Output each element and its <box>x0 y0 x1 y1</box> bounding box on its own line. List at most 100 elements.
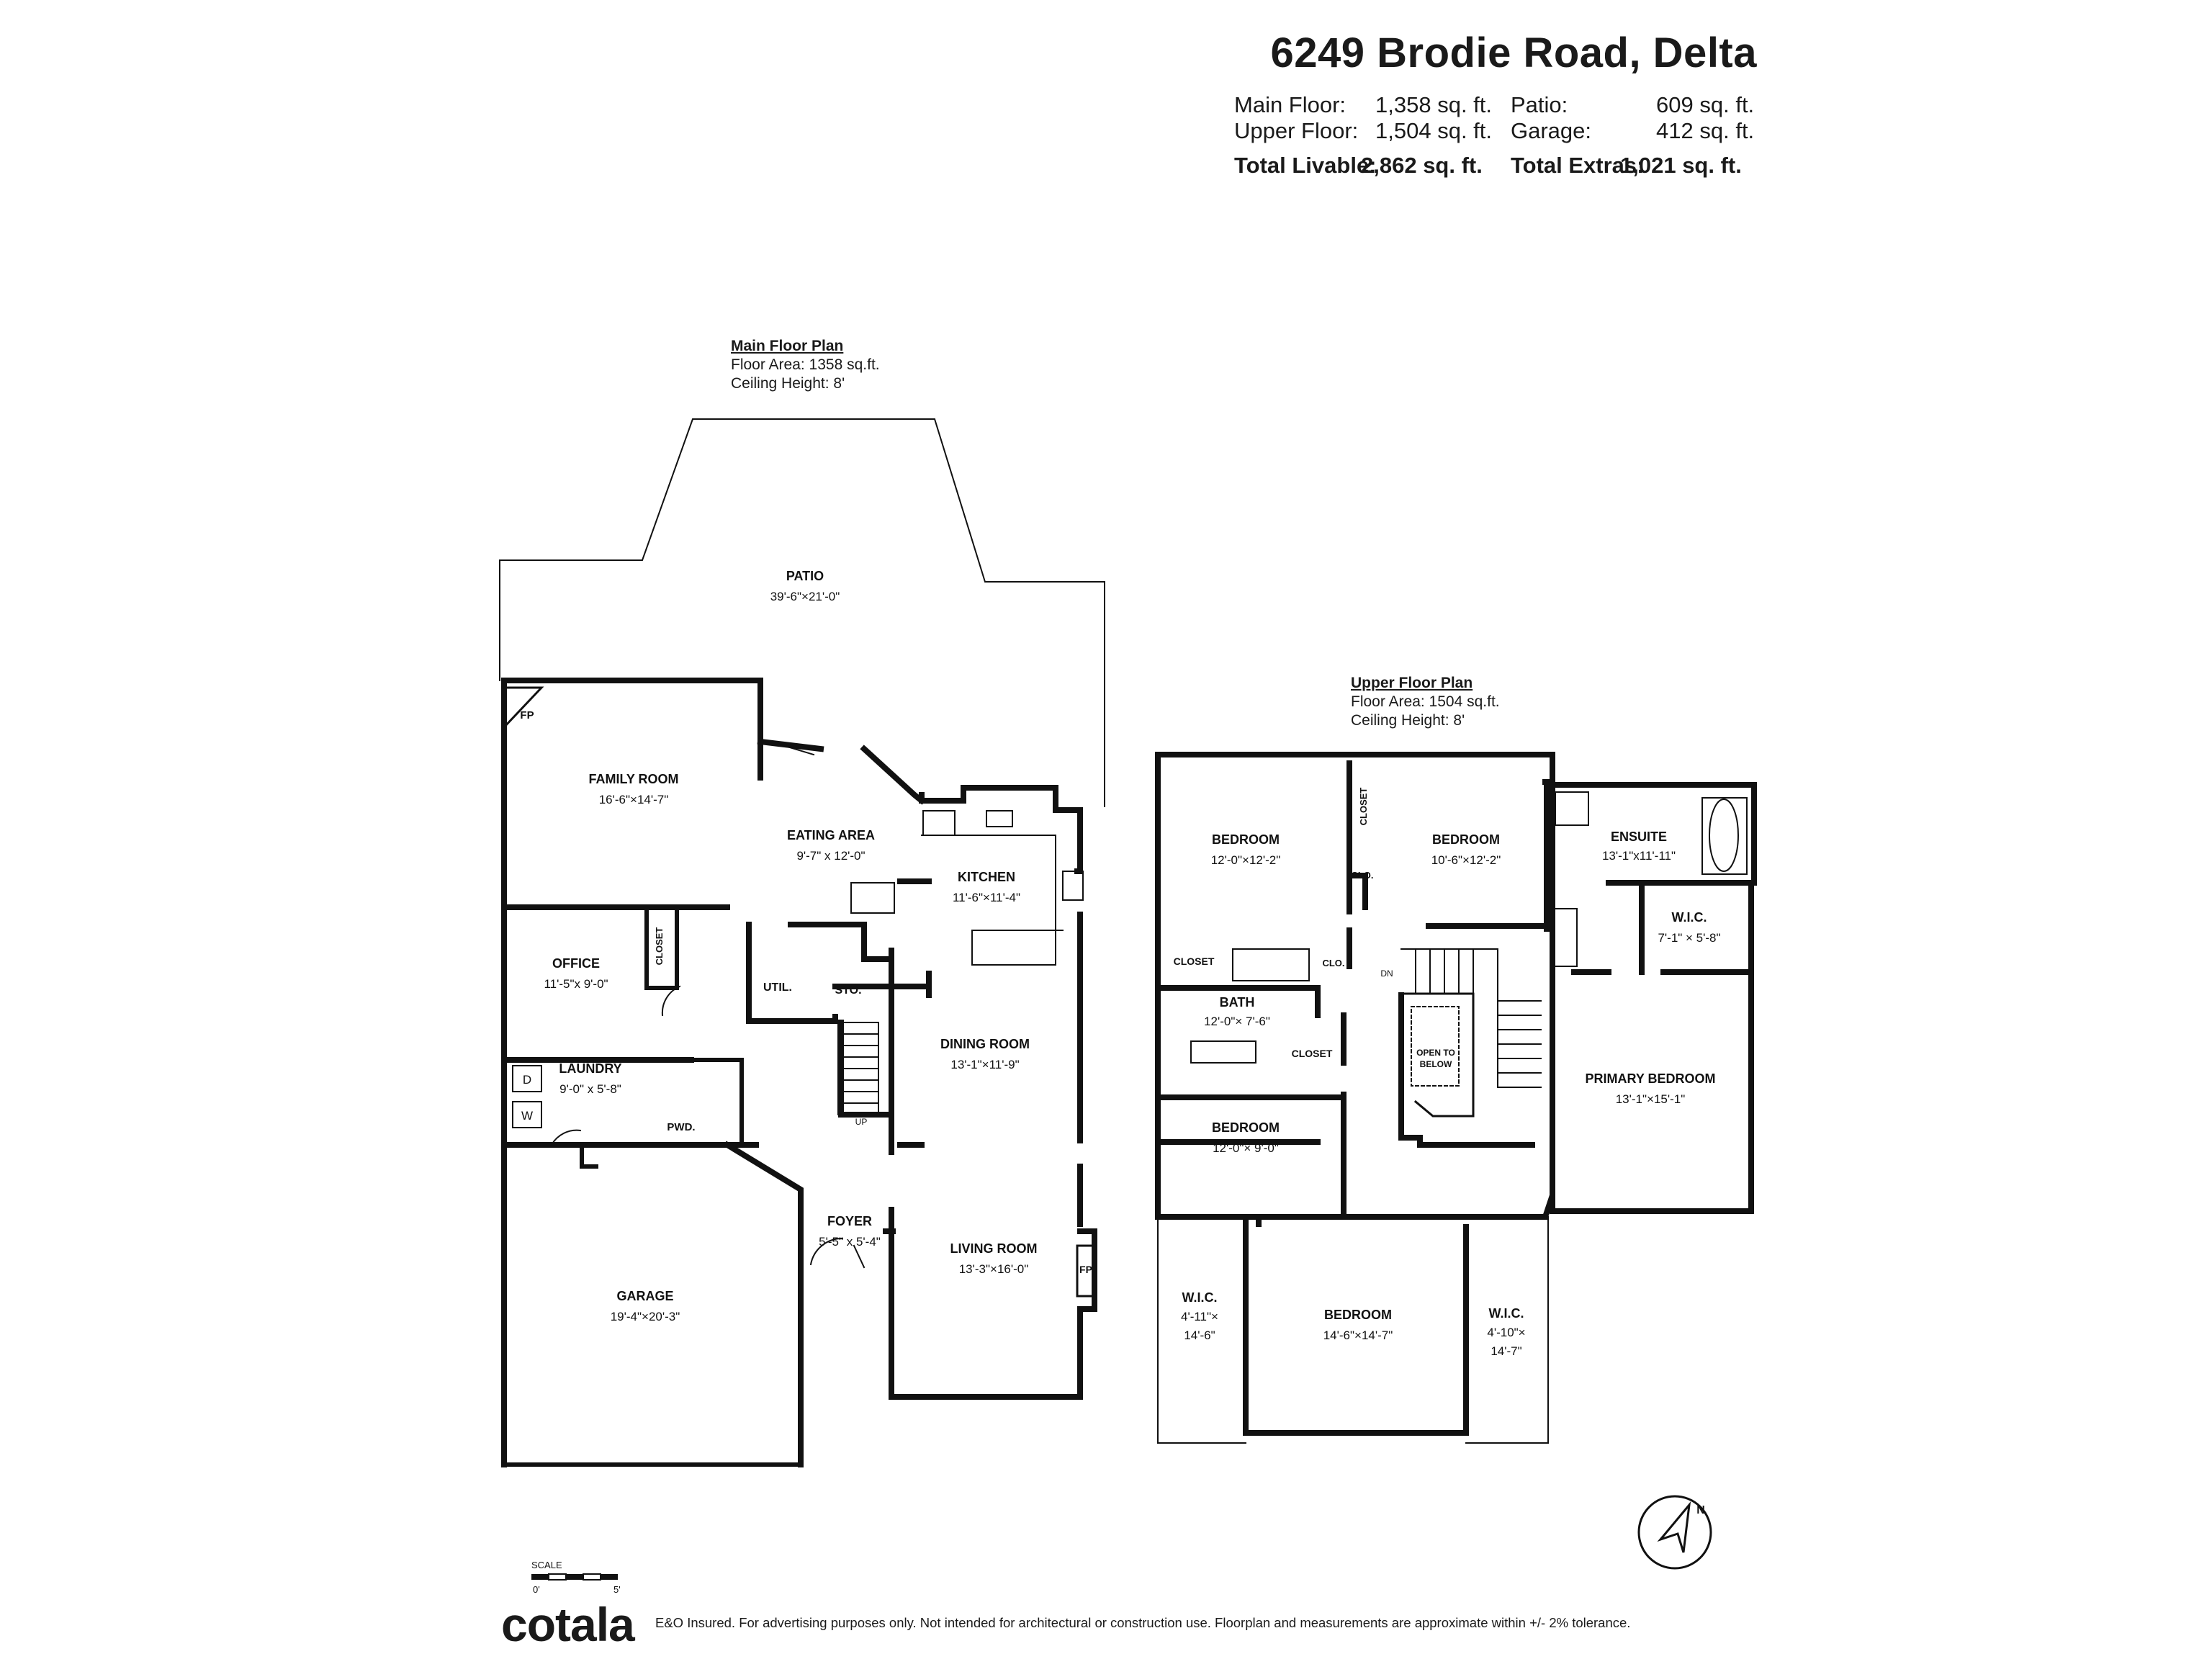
ensuite-dim: 13'-1"x11'-11" <box>1602 849 1676 863</box>
family-fp-label: FP <box>520 709 534 721</box>
closet-2-label: CLOSET <box>1358 788 1369 826</box>
below-label: BELOW <box>1420 1059 1452 1069</box>
living-room-dim: 13'-3"×16'-0" <box>959 1262 1029 1276</box>
upper-stairs <box>1401 948 1542 1088</box>
cotala-logo: cotala <box>501 1598 635 1651</box>
wic-right-outline <box>1465 1216 1549 1444</box>
main-floor-label: Main Floor: <box>1234 92 1346 117</box>
upper-plan-area: Floor Area: 1504 sq.ft. <box>1351 693 1500 710</box>
primary-bedroom-dim: 13'-1"×15'-1" <box>1616 1092 1686 1106</box>
bath-tub <box>1232 948 1310 981</box>
summary-row-totals: Total Livable: 2,862 sq. ft. Total Extra… <box>1224 153 1757 181</box>
compass-circle <box>1637 1495 1712 1570</box>
bath-label: BATH <box>1220 995 1255 1010</box>
main-floor-plan-header: Main Floor Plan Floor Area: 1358 sq.ft. … <box>731 337 880 393</box>
upper-plan-title: Upper Floor Plan <box>1351 675 1473 691</box>
pwd-label: PWD. <box>667 1121 695 1133</box>
summary-row-1: Main Floor: 1,358 sq. ft. Patio: 609 sq.… <box>1224 92 1757 121</box>
foyer-label: FOYER <box>827 1214 872 1228</box>
total-livable-label: Total Livable: <box>1234 153 1377 178</box>
wic-left-outline <box>1157 1216 1246 1444</box>
compass-n-label: N <box>1696 1504 1705 1516</box>
kitchen-dim: 11'-6"×11'-4" <box>953 891 1020 904</box>
office-closet <box>644 905 679 990</box>
main-plan-ceiling: Ceiling Height: 8' <box>731 375 845 392</box>
closet-1-label: CLOSET <box>1174 956 1215 967</box>
upper-floor-label: Upper Floor: <box>1234 118 1359 143</box>
laundry-wall <box>580 1143 598 1169</box>
total-livable-value: 2,862 sq. ft. <box>1361 153 1483 178</box>
garage-label: GARAGE <box>616 1289 673 1303</box>
main-stairs <box>837 1022 879 1115</box>
compass-arrow-icon <box>1657 1501 1691 1553</box>
wic-left-dim-2: 14'-6" <box>1184 1328 1215 1342</box>
wic-left-dim-1: 4'-11"× <box>1181 1310 1218 1323</box>
living-fp-label: FP <box>1079 1264 1092 1275</box>
garage-walls <box>502 1150 803 1467</box>
main-doors <box>550 740 866 1269</box>
eating-area-label: EATING AREA <box>787 828 875 842</box>
upper-lower-walls <box>1243 1214 1469 1436</box>
header: 6249 Brodie Road, Delta Main Floor: 1,35… <box>1224 29 1757 178</box>
living-fireplace <box>1076 1244 1096 1298</box>
laundry-dim: 9'-0" x 5'-8" <box>559 1082 621 1096</box>
ensuite-label: ENSUITE <box>1611 830 1667 844</box>
ensuite-shower <box>1555 791 1589 826</box>
kitchen-counters <box>850 810 1084 966</box>
sto-label: STO. <box>835 984 861 997</box>
main-floor-number: 1,358 <box>1375 92 1431 117</box>
scale-label: SCALE <box>531 1560 562 1570</box>
util-label: UTIL. <box>763 981 792 994</box>
wic-right-label: W.I.C. <box>1489 1306 1524 1321</box>
open-to-below <box>1400 992 1475 1118</box>
main-plan-area: Floor Area: 1358 sq.ft. <box>731 356 880 373</box>
garage-dim: 19'-4"×20'-3" <box>611 1310 680 1323</box>
upper-floor-number: 1,504 <box>1375 118 1431 143</box>
office-closet-label: CLOSET <box>654 927 665 966</box>
patio-value: 609 sq. ft. <box>1656 92 1754 118</box>
bath-dim: 12'-0"× 7'-6" <box>1204 1015 1270 1028</box>
scale-bar <box>531 1573 618 1581</box>
total-extras-label: Total Extras: <box>1511 153 1645 178</box>
dryer-box <box>512 1065 542 1092</box>
family-room-label: FAMILY ROOM <box>588 772 678 786</box>
office-label: OFFICE <box>552 956 600 971</box>
scale-end: 5' <box>613 1584 621 1595</box>
open-to-label: OPEN TO <box>1416 1048 1455 1058</box>
total-extras-value: 1,021 sq. ft. <box>1620 153 1742 178</box>
ensuite-vanity <box>1550 908 1578 967</box>
ensuite-wic-label: W.I.C. <box>1672 910 1707 925</box>
garage-value: 412 sq. ft. <box>1656 118 1754 144</box>
washer-label: W <box>521 1109 533 1123</box>
patio-label: Patio: <box>1511 92 1568 117</box>
property-address: 6249 Brodie Road, Delta <box>1270 30 1757 76</box>
main-floor-unit: sq. ft. <box>1437 92 1493 117</box>
upper-floor-unit: sq. ft. <box>1437 118 1493 143</box>
eating-area-dim: 9'-7" x 12'-0" <box>796 849 865 863</box>
main-plan-title: Main Floor Plan <box>731 338 844 354</box>
ensuite-tub-box <box>1701 797 1748 875</box>
wic-right-dim-1: 4'-10"× <box>1487 1326 1525 1339</box>
family-fireplace <box>503 686 544 730</box>
main-stairs-up-label: UP <box>855 1117 868 1127</box>
patio-outline <box>499 418 1105 807</box>
ensuite-wic-dim: 7'-1" × 5'-8" <box>1658 931 1720 945</box>
dining-room-dim: 13'-1"×11'-9" <box>950 1058 1019 1071</box>
upper-floor-value: 1,504 sq. ft. <box>1375 118 1492 144</box>
patio-label: PATIO <box>786 569 824 583</box>
disclaimer: E&O Insured. For advertising purposes on… <box>655 1615 1631 1630</box>
dining-room-label: DINING ROOM <box>940 1037 1030 1051</box>
bedroom-3-dim: 12'-0"× 9'-0" <box>1213 1141 1279 1155</box>
bedroom-3-label: BEDROOM <box>1212 1120 1280 1135</box>
bedroom-1-label: BEDROOM <box>1212 832 1280 847</box>
bedroom-4-label: BEDROOM <box>1324 1308 1392 1322</box>
scale-start: 0' <box>533 1584 540 1595</box>
wic-right-dim-2: 14'-7" <box>1491 1344 1521 1358</box>
patio-unit: sq. ft. <box>1699 92 1755 117</box>
living-room-label: LIVING ROOM <box>950 1241 1038 1256</box>
kitchen-label: KITCHEN <box>958 870 1015 884</box>
upper-plan-ceiling: Ceiling Height: 8' <box>1351 712 1465 729</box>
dryer-label: D <box>523 1073 531 1087</box>
ensuite-tub <box>1709 799 1739 872</box>
laundry-label: LAUNDRY <box>559 1061 621 1076</box>
